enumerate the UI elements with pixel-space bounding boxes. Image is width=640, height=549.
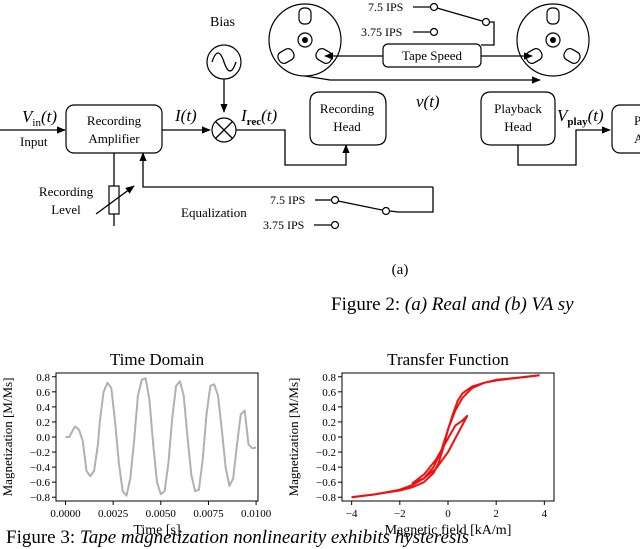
x-tick-label: 0.0000 [50, 508, 81, 520]
y-tick-label: 0.2 [322, 417, 336, 429]
rec-level-label-2: Level [51, 202, 81, 217]
pb-amp-label-1: P [634, 113, 640, 128]
tape-reel-left-icon [268, 3, 342, 77]
speed-switch-arm [436, 7, 483, 22]
x-tick-label: −4 [346, 508, 358, 520]
figure2-caption: Figure 2: (a) Real and (b) VA sy [331, 294, 574, 315]
speed-375-terminal [429, 27, 439, 37]
y-tick-label: −0.8 [316, 492, 336, 504]
vin-symbol: Vin(t) [22, 107, 57, 129]
rec-head-label-2: Head [333, 119, 361, 134]
vplay-symbol: Vplay(t) [557, 106, 604, 128]
figure3-caption: Figure 3: Tape magnetization nonlinearit… [6, 527, 470, 548]
equalization-label: Equalization [181, 205, 247, 220]
y-tick-label: 0.2 [36, 417, 50, 429]
x-tick-label: 2 [493, 508, 499, 520]
x-tick-label: 0 [445, 508, 451, 520]
y-tick-label: 0.0 [322, 432, 336, 444]
pb-amp-label-2: A [634, 131, 640, 146]
y-tick-label: −0.6 [30, 477, 50, 489]
eq-75-label: 7.5 IPS [270, 193, 305, 207]
y-tick-label: −0.2 [30, 447, 50, 459]
signal-chain-diagram: Bias Vin(t) Input Recording Amplifier I(… [0, 0, 640, 278]
series-line-1 [351, 374, 540, 499]
y-tick-label: −0.2 [316, 447, 336, 459]
rec-head-label-1: Recording [320, 101, 375, 116]
y-tick-label: 0.4 [322, 402, 336, 414]
speed-75-terminal [429, 2, 439, 12]
speed-75-label: 7.5 IPS [368, 0, 403, 14]
sine-wave-icon [211, 52, 237, 72]
magnetization-charts: Time Domain −0.8 −0.6 −0.4 −0.2 0.0 0.2 0.4 0.6 0… [0, 350, 555, 538]
tape-path [304, 75, 541, 84]
y-axis-label: Magnetization [M/Ms] [286, 378, 301, 497]
input-label: Input [20, 134, 48, 149]
eq-switch-arm [337, 200, 383, 211]
rec-amp-label-1: Recording [87, 113, 142, 128]
y-tick-label: −0.8 [30, 492, 50, 504]
eq-375-label: 3.75 IPS [263, 218, 304, 232]
rec-amp-label-2: Amplifier [88, 131, 140, 146]
x-axis-label: Time [s] [133, 523, 180, 538]
series-line-0 [65, 377, 257, 497]
y-axis-label: Magnetization [M/Ms] [0, 378, 15, 497]
y-tick-label: 0.6 [322, 387, 336, 399]
x-tick-label: 0.0100 [241, 508, 272, 520]
pb-head-label-1: Playback [494, 101, 542, 116]
x-tick-label: −2 [394, 508, 406, 520]
irec-symbol: Irec(t) [240, 106, 278, 128]
x-tick-label: 0.0075 [193, 508, 224, 520]
pb-head-label-2: Head [504, 119, 532, 134]
series-line-2 [411, 414, 469, 485]
tape-speed-label: Tape Speed [402, 48, 463, 63]
speed-375-label: 3.75 IPS [361, 25, 402, 39]
subfigure-a-label: (a) [392, 262, 409, 278]
y-tick-label: −0.6 [316, 477, 336, 489]
playback-head-block [480, 91, 556, 146]
y-tick-label: 0.0 [36, 432, 50, 444]
current-it-label: I(t) [174, 106, 197, 125]
y-tick-label: 0.8 [36, 372, 50, 384]
x-axis-label: Magnetic field [kA/m] [385, 523, 512, 538]
y-tick-label: 0.6 [36, 387, 50, 399]
x-tick-label: 0.0050 [146, 508, 177, 520]
x-tick-label: 0.0025 [98, 508, 129, 520]
recording-head-block [309, 91, 387, 146]
playback-amplifier-block [611, 104, 640, 154]
tape-reel-right-icon [516, 3, 590, 77]
y-tick-label: 0.8 [322, 372, 336, 384]
y-tick-label: −0.4 [316, 462, 336, 474]
rec-level-label-1: Recording [39, 184, 94, 199]
chart-title: Transfer Function [387, 350, 509, 369]
x-tick-label: 4 [542, 508, 548, 520]
velocity-vt-label: v(t) [416, 92, 440, 111]
bias-label: Bias [210, 15, 235, 30]
y-tick-label: −0.4 [30, 462, 50, 474]
chart-title: Time Domain [110, 350, 205, 369]
y-tick-label: 0.4 [36, 402, 50, 414]
